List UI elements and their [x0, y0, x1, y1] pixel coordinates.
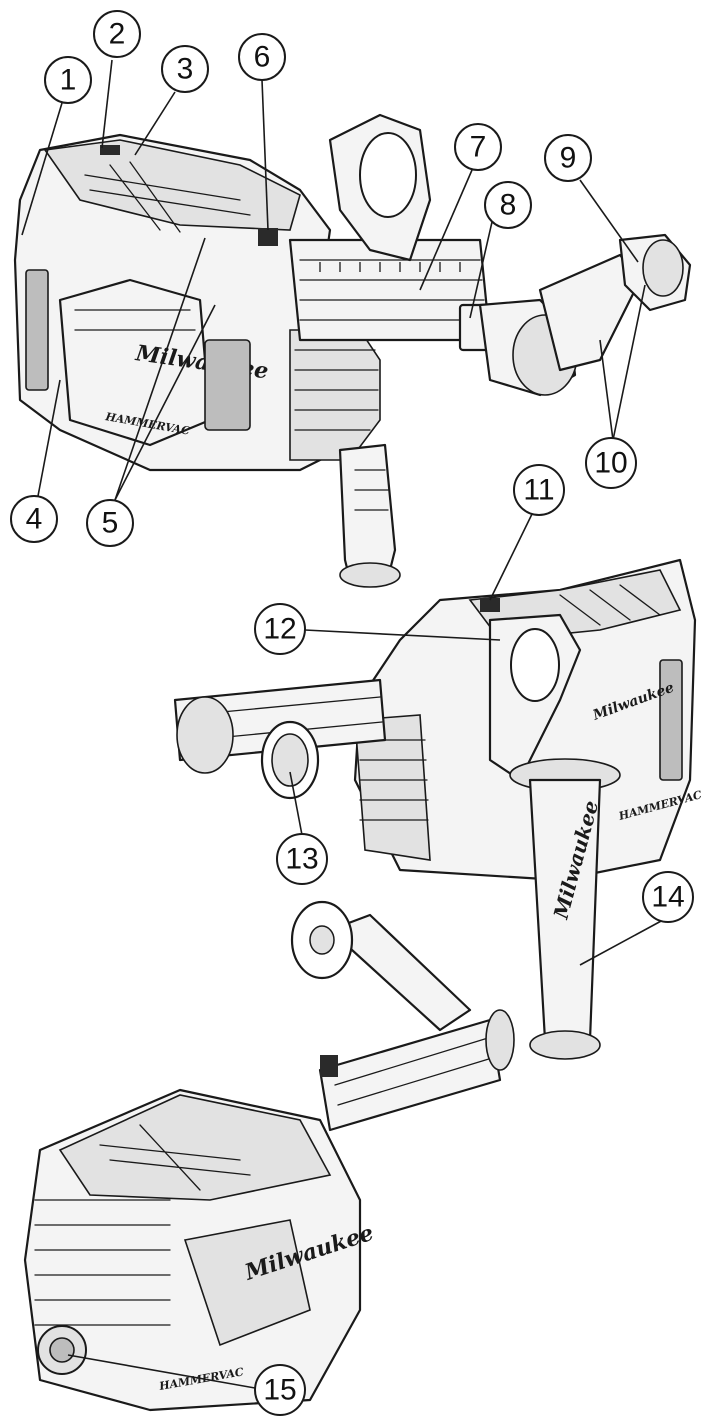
callout-6-label: 6: [254, 41, 271, 74]
callout-4-label: 4: [26, 503, 43, 536]
callout-6: 6: [238, 33, 286, 81]
callout-5: 5: [86, 499, 134, 547]
callout-1-label: 1: [60, 64, 77, 97]
bottom-view-tool: Milwaukee HAMMERVAC: [23, 900, 515, 1412]
top-view-tool: Milwaukee HAMMERVAC: [13, 113, 692, 588]
callout-13: 13: [276, 833, 328, 885]
callout-3: 3: [161, 45, 209, 93]
callout-10-label: 10: [594, 447, 627, 480]
callout-3-label: 3: [177, 53, 194, 86]
callout-lines: [21, 59, 664, 1389]
callout-2: 2: [93, 10, 141, 58]
callout-9: 9: [544, 134, 592, 182]
callout-15: 15: [254, 1364, 306, 1416]
callout-11-label: 11: [523, 474, 554, 507]
callout-14-label: 14: [651, 881, 684, 914]
middle-view-tool: Milwaukee HAMMERVAC Milwaukee: [173, 558, 703, 1060]
callout-11: 11: [513, 464, 565, 516]
callout-9-label: 9: [560, 142, 577, 175]
callout-8-label: 8: [500, 189, 517, 222]
callout-12-label: 12: [263, 613, 296, 646]
callout-13-label: 13: [285, 843, 318, 876]
callout-12: 12: [254, 603, 306, 655]
callout-10: 10: [585, 437, 637, 489]
callout-1: 1: [44, 56, 92, 104]
callout-14: 14: [642, 871, 694, 923]
callout-7: 7: [454, 123, 502, 171]
callout-2-label: 2: [109, 18, 126, 51]
callout-7-label: 7: [470, 131, 487, 164]
callout-8: 8: [484, 181, 532, 229]
callout-5-label: 5: [102, 507, 119, 540]
callout-15-label: 15: [263, 1374, 296, 1407]
callout-4: 4: [10, 495, 58, 543]
